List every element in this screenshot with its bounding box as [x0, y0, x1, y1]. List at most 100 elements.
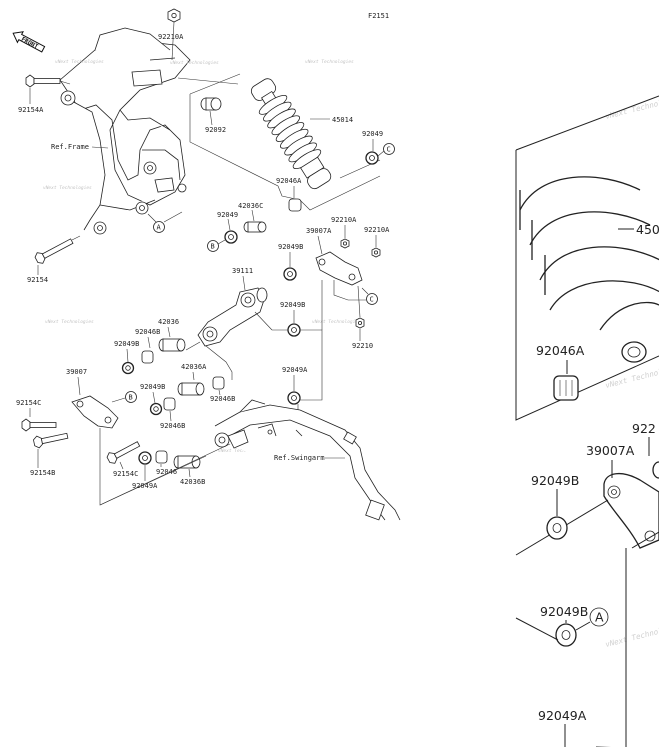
detail-seal-92049b-b [555, 623, 577, 647]
nut-92210a-a [340, 238, 350, 249]
detail-bearing-92046a [553, 375, 579, 401]
watermark-2: vNext Technologies [170, 60, 219, 66]
detail-label-92049b-b: 92049B [540, 604, 588, 619]
label-92046b-b: 92046B [210, 395, 235, 403]
seal-92049b-b [287, 323, 301, 337]
bolt-92154c-a [21, 418, 57, 432]
detail-label-39007a: 39007A [586, 443, 635, 458]
label-92049b-b: 92049B [280, 301, 305, 309]
collar-42036c [243, 221, 267, 233]
label-92049a-a: 92049A [282, 366, 308, 374]
label-92210a-b: 92210A [364, 226, 390, 234]
seal-92049b-d [149, 402, 163, 416]
watermark-big-3: vNext Technologies [604, 621, 659, 649]
watermark-big-2: vNext Technologies [604, 362, 659, 390]
label-ref-swingarm: Ref.Swingarm [274, 454, 325, 462]
detail-label-92049a: 92049A [538, 708, 587, 723]
label-92049b-d: 92049B [140, 383, 165, 391]
callout-c-top [383, 143, 395, 155]
label-92154b: 92154B [30, 469, 55, 477]
label-39111: 39111 [232, 267, 253, 275]
watermark-3: vNext Technologies [305, 59, 354, 65]
callout-c-mid-label: C [370, 296, 374, 304]
bearing-92046a [288, 198, 302, 212]
watermark-4: vNext Technologies [43, 185, 92, 191]
detail-callout-a [589, 607, 609, 627]
label-92154: 92154 [27, 276, 48, 284]
label-92154c-a: 92154C [16, 399, 41, 407]
label-92049-top: 92049 [362, 130, 383, 138]
label-42036a: 42036A [181, 363, 207, 371]
seal-92049b-a [283, 267, 297, 281]
bearing-92046 [155, 450, 168, 464]
figure-code: F2151 [368, 12, 389, 20]
detail-label-922: 922 [632, 421, 656, 436]
collar-92092 [200, 97, 222, 111]
label-45014: 45014 [332, 116, 353, 124]
callout-a-frame-label: A [157, 224, 162, 232]
watermark-1: vNext Technologies [55, 59, 104, 65]
bearing-92046b-b [212, 376, 225, 390]
shock-absorber-45014 [250, 78, 332, 190]
collar-42036a [177, 382, 205, 396]
callout-b-left-label: B [129, 394, 133, 402]
seal-92049a-a [287, 391, 301, 405]
label-42036: 42036 [158, 318, 179, 326]
label-92046: 92046 [156, 468, 177, 476]
label-92049b-a: 92049B [278, 243, 303, 251]
label-92210: 92210 [352, 342, 373, 350]
nut-92210a-top [167, 8, 181, 61]
label-42036b: 42036B [180, 478, 205, 486]
detail-label-92046a: 92046A [536, 343, 585, 358]
detail-label-450: 450 [636, 222, 659, 237]
label-92154c-b: 92154C [113, 470, 138, 478]
label-39007: 39007 [66, 368, 87, 376]
label-92049-mid: 92049 [217, 211, 238, 219]
nut-92210a-b [371, 247, 381, 258]
bolt-92154 [34, 238, 74, 264]
detail-callout-a-label: A [595, 610, 604, 625]
label-92049b-c: 92049B [114, 340, 139, 348]
rocker-arm-39111 [197, 287, 268, 347]
callout-b-mid [207, 240, 219, 252]
callout-b-left [125, 391, 137, 403]
label-92046b-c: 92046B [160, 422, 185, 430]
watermark-6: vNext Technologies [312, 319, 361, 325]
label-92092: 92092 [205, 126, 226, 134]
label-ref-frame: Ref.Frame [51, 143, 89, 151]
tie-rod-plate-39007 [71, 395, 119, 429]
front-label: FRONT [20, 36, 40, 51]
watermark-5: vNext Technologies [45, 319, 94, 325]
bearing-92046b-c [163, 397, 176, 411]
label-92046b-a: 92046B [135, 328, 160, 336]
label-92154a: 92154A [18, 106, 44, 114]
label-92210a-top: 92210A [158, 33, 184, 41]
bolt-92154b [33, 432, 69, 449]
bolt-92154a [25, 74, 71, 88]
label-92049a-b: 92049A [132, 482, 158, 490]
callout-a-frame [153, 221, 165, 233]
bolt-92154c-b [106, 441, 141, 464]
collar-42036 [158, 338, 186, 352]
seal-92049-top [365, 151, 379, 165]
seal-92049a-b [138, 451, 152, 465]
seal-92049b-c [121, 361, 135, 375]
nut-92210 [355, 317, 365, 329]
seal-92049-mid [224, 230, 238, 244]
label-92210a-a: 92210A [331, 216, 357, 224]
callout-c-top-label: C [387, 146, 391, 154]
bearing-92046b-a [141, 350, 154, 364]
front-arrow-icon: FRONT [12, 31, 46, 53]
watermark-7: vNext Technologies [218, 448, 267, 454]
detail-label-92049b-a: 92049B [531, 473, 579, 488]
swingarm-drawing [214, 399, 401, 521]
detail-seal-92049b-a [546, 516, 568, 540]
label-39007a: 39007A [306, 227, 332, 235]
collar-42036b [173, 455, 201, 469]
frame-drawing [59, 27, 191, 235]
label-92046a: 92046A [276, 177, 302, 185]
detail-view: vNext Technologies vNext Technologies vN… [515, 93, 659, 747]
label-42036c: 42036C [238, 202, 263, 210]
callout-c-mid [366, 293, 378, 305]
